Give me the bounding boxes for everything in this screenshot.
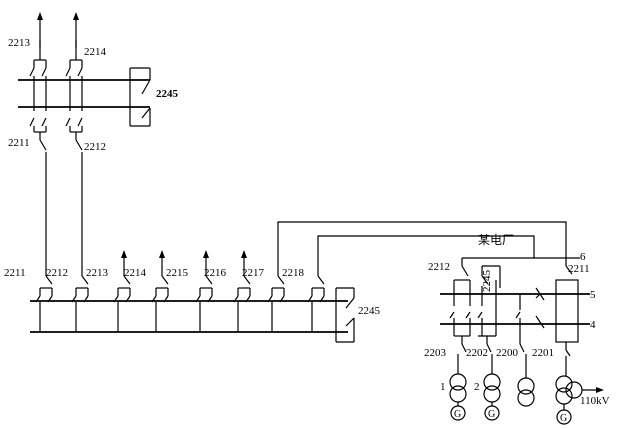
plant-bay-label-2211: 2211 (568, 263, 590, 275)
unit-1: G 1 (440, 354, 467, 421)
plant-bottom-label-2200: 2200 (496, 347, 519, 359)
transformer-icon (555, 375, 573, 393)
mid-feeders: 2211 2212 2213 2214 2215 2216 2217 2218 (4, 250, 325, 332)
top-bay-b (65, 12, 83, 140)
plant-bottom-label-2203: 2203 (424, 347, 447, 359)
generator-icon (450, 405, 466, 421)
arrow-up-icon (37, 12, 43, 20)
top-out-label-1: 2213 (8, 37, 31, 49)
top-out-label-2: 2214 (84, 46, 107, 58)
transformer-icon (517, 377, 535, 395)
unit-3: G 110kV (555, 356, 610, 425)
plant-bay-2212 (449, 257, 534, 344)
mid-bay-label: 2211 (4, 267, 26, 279)
mid-bay-label: 2212 (46, 267, 68, 279)
top-coupler-label: 2245 (156, 88, 179, 100)
mid-bay-label: 2213 (86, 267, 109, 279)
plant-bottom-label-2202: 2202 (466, 347, 488, 359)
mid-bay-label: 2216 (204, 267, 227, 279)
arrow-up-icon (159, 250, 165, 258)
generator-symbol: G (560, 413, 567, 424)
plant-ties (277, 221, 567, 262)
top-in-label-1: 2211 (8, 137, 30, 149)
generator-icon (556, 409, 572, 425)
generator-symbol: G (488, 409, 495, 420)
plant-bus-4-label: 4 (590, 319, 596, 331)
mid-bay-2213: 2213 (86, 250, 131, 332)
top-in-label-2: 2212 (84, 141, 106, 153)
mid-bay-2214: 2214 (124, 250, 169, 332)
plant-bay-2245 (477, 265, 501, 344)
plant-line-6-label: 6 (580, 251, 586, 263)
mid-bay-2211: 2211 (4, 262, 53, 332)
mid-bay-2218: 2218 (282, 262, 325, 332)
plant-bay-label-2212: 2212 (428, 261, 450, 273)
unit-label-1: 1 (440, 381, 446, 393)
unit-2: G 2 (474, 354, 501, 421)
mid-bay-label: 2217 (242, 267, 265, 279)
mid-bay-2215: 2215 (166, 250, 213, 332)
plant-bay-label-2245: 2245 (481, 270, 493, 293)
plant-bottom-label-2201: 2201 (532, 347, 554, 359)
transformer-icon (483, 373, 501, 391)
station-transformer (517, 354, 535, 407)
mid-bay-label: 2218 (282, 267, 305, 279)
top-bay-a (29, 12, 47, 140)
mid-coupler-label: 2245 (358, 305, 381, 317)
arrow-up-icon (121, 250, 127, 258)
mid-bay-2216: 2216 (204, 250, 251, 332)
top-station: 2245 221 (8, 12, 179, 262)
generator-symbol: G (454, 409, 461, 420)
plant-bay-2200 (515, 287, 545, 344)
mid-station: 2245 2211 2212 2213 2214 2215 2216 2217 2218 (4, 250, 381, 343)
arrow-up-icon (73, 12, 79, 20)
voltage-label: 110kV (580, 395, 610, 407)
arrow-up-icon (203, 250, 209, 258)
generator-icon (484, 405, 500, 421)
mid-bay-label: 2214 (124, 267, 147, 279)
unit-label-2: 2 (474, 381, 480, 393)
arrow-up-icon (241, 250, 247, 258)
plant-bus-5-label: 5 (590, 289, 596, 301)
plant: 某电厂 5 4 6 (424, 233, 610, 425)
plant-bay-2211 (555, 258, 579, 350)
plant-name: 某电厂 (478, 233, 514, 247)
mid-bay-2212: 2212 (46, 262, 89, 332)
arrow-right-icon (596, 387, 604, 393)
transformer-icon (449, 373, 467, 391)
mid-bay-label: 2215 (166, 267, 189, 279)
mid-bay-2217: 2217 (242, 262, 285, 332)
